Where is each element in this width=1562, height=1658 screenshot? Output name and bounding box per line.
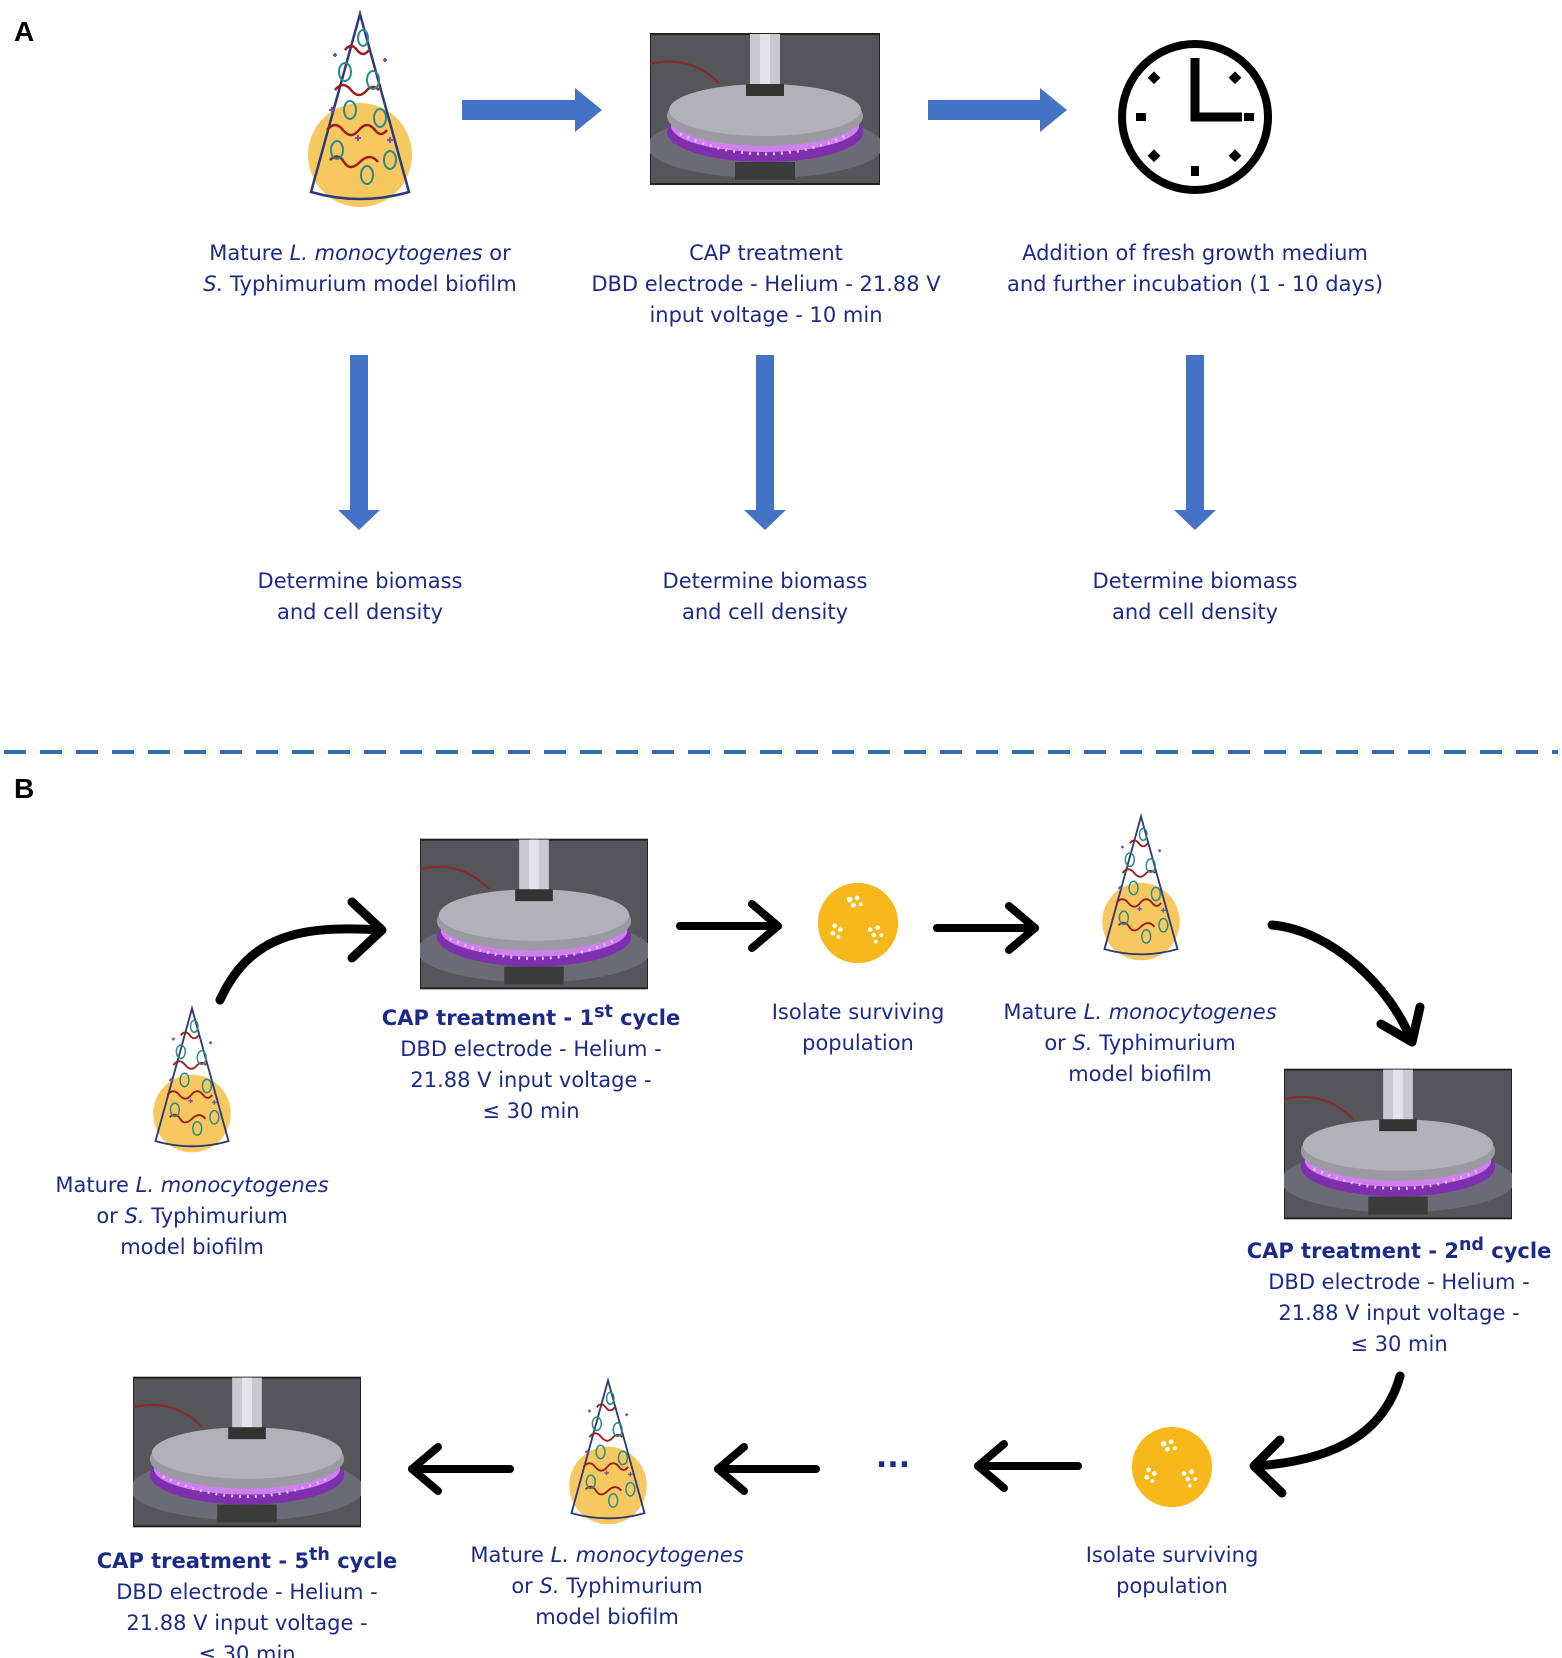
caption-b-biofilm-1: Mature L. monocytogenes or S. Typhimuriu… (55, 1173, 329, 1259)
clock-icon (1118, 40, 1272, 194)
caption-b-cycle-5: CAP treatment - 5th cycle DBD electrode … (96, 1545, 398, 1658)
agar-plate-icon-b1 (817, 882, 899, 964)
cap-device-photo (650, 33, 880, 185)
panel-label-a: A (14, 16, 35, 47)
cap-device-photo-b3 (133, 1376, 361, 1528)
curved-arrow-b2 (1267, 920, 1417, 1047)
arrow-down-a2 (744, 355, 786, 530)
ellipsis: ... (875, 1440, 911, 1475)
curved-arrow-b3 (1251, 1371, 1405, 1471)
caption-b-cycle-2: CAP treatment - 2nd cycle DBD electrode … (1246, 1235, 1552, 1356)
caption-a-biofilm: Mature L. monocytogenes or S. Typhimuriu… (203, 241, 517, 296)
biofilm-cone-icon-b3 (568, 1379, 648, 1526)
caption-a-cap-treatment: CAP treatment DBD electrode - Helium - 2… (591, 241, 941, 327)
panel-label-b: B (14, 773, 35, 804)
caption-b-biofilm-2: Mature L. monocytogenes or S. Typhimuriu… (1003, 1000, 1277, 1086)
caption-b-cycle-1: CAP treatment - 1st cycle DBD electrode … (381, 1002, 681, 1123)
caption-a-incubation: Addition of fresh growth medium and furt… (1006, 241, 1384, 296)
agar-plate-icon-b2 (1131, 1426, 1213, 1508)
biofilm-cone-icon-b1 (152, 1007, 232, 1154)
caption-b-isolate-2: Isolate surviving population (1085, 1543, 1259, 1598)
biofilm-cone-icon (306, 12, 414, 209)
arrow-right-a2 (928, 88, 1067, 132)
arrow-down-a3 (1174, 355, 1216, 530)
curved-arrow-b1 (215, 924, 385, 1005)
caption-a-outcome-2: Determine biomass and cell density (662, 569, 868, 624)
cap-device-photo-b2 (1284, 1068, 1512, 1220)
biofilm-cone-icon-b2 (1101, 815, 1181, 962)
caption-b-isolate-1: Isolate surviving population (771, 1000, 945, 1055)
caption-a-outcome-1: Determine biomass and cell density (257, 569, 463, 624)
cap-device-photo-b1 (420, 838, 648, 990)
caption-a-outcome-3: Determine biomass and cell density (1092, 569, 1298, 624)
caption-b-biofilm-3: Mature L. monocytogenes or S. Typhimuriu… (470, 1543, 744, 1629)
arrow-down-a1 (338, 355, 380, 530)
arrow-right-a1 (462, 88, 602, 132)
